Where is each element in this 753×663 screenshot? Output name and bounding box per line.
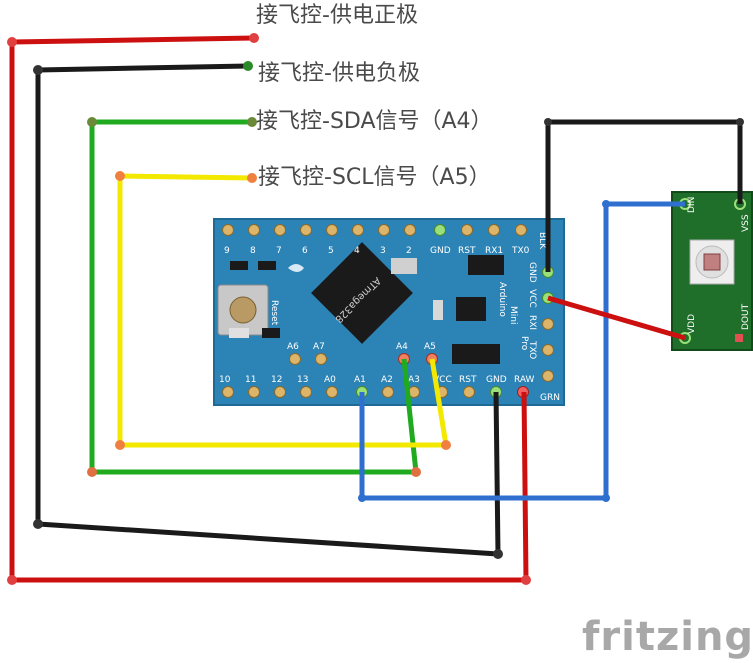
label-scl: 接飞控-SCL信号（A5）: [258, 165, 491, 190]
pin-12: [274, 386, 286, 398]
svg-text:RX1: RX1: [485, 246, 503, 256]
pin-dout: [735, 334, 743, 342]
svg-text:RST: RST: [459, 375, 477, 385]
pin-rx1: [488, 224, 500, 236]
pin-6: [300, 224, 312, 236]
svg-text:GND: GND: [527, 262, 537, 283]
svg-text:7: 7: [276, 246, 282, 256]
board-name: Arduino Mini Pro: [497, 282, 529, 351]
pin-9: [222, 224, 234, 236]
bird-logo: [288, 264, 304, 272]
svg-text:RAW: RAW: [514, 375, 535, 385]
svg-text:VDD: VDD: [687, 314, 697, 334]
pin-rst-top: [461, 224, 473, 236]
label-power-negative: 接飞控-供电负极: [258, 61, 420, 86]
fritzing-logo: fritzing: [582, 614, 753, 660]
smd-part: [230, 261, 248, 270]
atmega-chip: ATmega328: [311, 242, 413, 344]
red-wire-led-vcc: [547, 295, 686, 341]
svg-text:VCC: VCC: [433, 375, 452, 385]
svg-text:A2: A2: [381, 375, 393, 385]
crystal: [391, 258, 417, 274]
pin-txo: [542, 344, 554, 356]
pin-tx0: [515, 224, 527, 236]
svg-text:A4: A4: [396, 342, 408, 352]
reset-label: Reset: [269, 300, 279, 326]
arduino-pro-mini-board: Reset ATmega328 Arduino Mini Pro: [213, 218, 565, 406]
svg-text:DIN: DIN: [687, 197, 697, 213]
pin-a2: [382, 386, 394, 398]
svg-text:GRN: GRN: [540, 393, 560, 403]
svg-text:A7: A7: [313, 342, 325, 352]
svg-text:6: 6: [302, 246, 308, 256]
pin-10: [222, 386, 234, 398]
pin-a7: [315, 353, 327, 365]
pin-rst-bottom: [463, 386, 475, 398]
pin-grn: [542, 370, 554, 382]
svg-text:9: 9: [224, 246, 230, 256]
smd-part: [262, 328, 280, 338]
reset-button-cap: [229, 296, 257, 324]
ic-small: [456, 297, 486, 321]
wire-endpoints: [7, 33, 744, 585]
svg-text:TX0: TX0: [511, 246, 530, 256]
black-wire-led-gnd: [545, 119, 743, 272]
led-die: [703, 253, 721, 271]
pin-13: [300, 386, 312, 398]
svg-text:3: 3: [380, 246, 386, 256]
svg-text:12: 12: [271, 375, 282, 385]
bottom-header: 10 11 12 13 A0 A1 A2 A3 VCC RST GND RAW: [219, 375, 535, 398]
svg-text:GND: GND: [430, 246, 451, 256]
svg-text:GND: GND: [486, 375, 507, 385]
svg-text:A1: A1: [354, 375, 366, 385]
svg-text:2: 2: [406, 246, 412, 256]
pin-gnd-top: [434, 224, 446, 236]
pin-5: [326, 224, 338, 236]
analog-pins: A6 A7 A4 A5: [287, 342, 438, 365]
svg-text:8: 8: [250, 246, 256, 256]
svg-text:13: 13: [297, 375, 308, 385]
svg-text:10: 10: [219, 375, 231, 385]
smd-part: [258, 261, 276, 270]
regulator: [468, 255, 504, 275]
svg-text:BLK: BLK: [537, 232, 547, 250]
svg-text:Arduino: Arduino: [497, 282, 507, 317]
led-indicator: [433, 300, 443, 320]
svg-text:VCC: VCC: [527, 289, 537, 308]
pin-8: [248, 224, 260, 236]
led-module: DIN VSS VDD DOUT: [671, 191, 753, 351]
svg-text:A0: A0: [324, 375, 336, 385]
svg-text:5: 5: [328, 246, 334, 256]
ic-large: [452, 344, 500, 364]
pin-7: [274, 224, 286, 236]
svg-text:VSS: VSS: [741, 214, 751, 232]
label-sda: 接飞控-SDA信号（A4）: [256, 109, 493, 134]
svg-text:A5: A5: [424, 342, 436, 352]
svg-text:A3: A3: [408, 375, 420, 385]
pin-rxi: [542, 318, 554, 330]
svg-text:Pro: Pro: [519, 336, 529, 351]
pin-a0: [326, 386, 338, 398]
svg-text:RXI: RXI: [527, 315, 537, 330]
pin-11: [248, 386, 260, 398]
pin-a6: [289, 353, 301, 365]
svg-text:Mini: Mini: [508, 306, 518, 324]
right-header: BLK GND VCC RXI TXO GRN: [527, 232, 560, 403]
pin-3: [378, 224, 390, 236]
pin-2: [404, 224, 416, 236]
label-power-positive: 接飞控-供电正极: [256, 3, 418, 28]
svg-text:4: 4: [354, 246, 360, 256]
top-header: 9 8 7 6 5 4 3 2 GND RST RX1 TX0: [222, 224, 530, 256]
svg-text:11: 11: [245, 375, 256, 385]
svg-text:A6: A6: [287, 342, 299, 352]
svg-text:DOUT: DOUT: [741, 303, 751, 330]
pin-4: [352, 224, 364, 236]
svg-text:TXO: TXO: [527, 340, 537, 359]
svg-text:RST: RST: [458, 246, 476, 256]
led-power: [229, 328, 249, 338]
